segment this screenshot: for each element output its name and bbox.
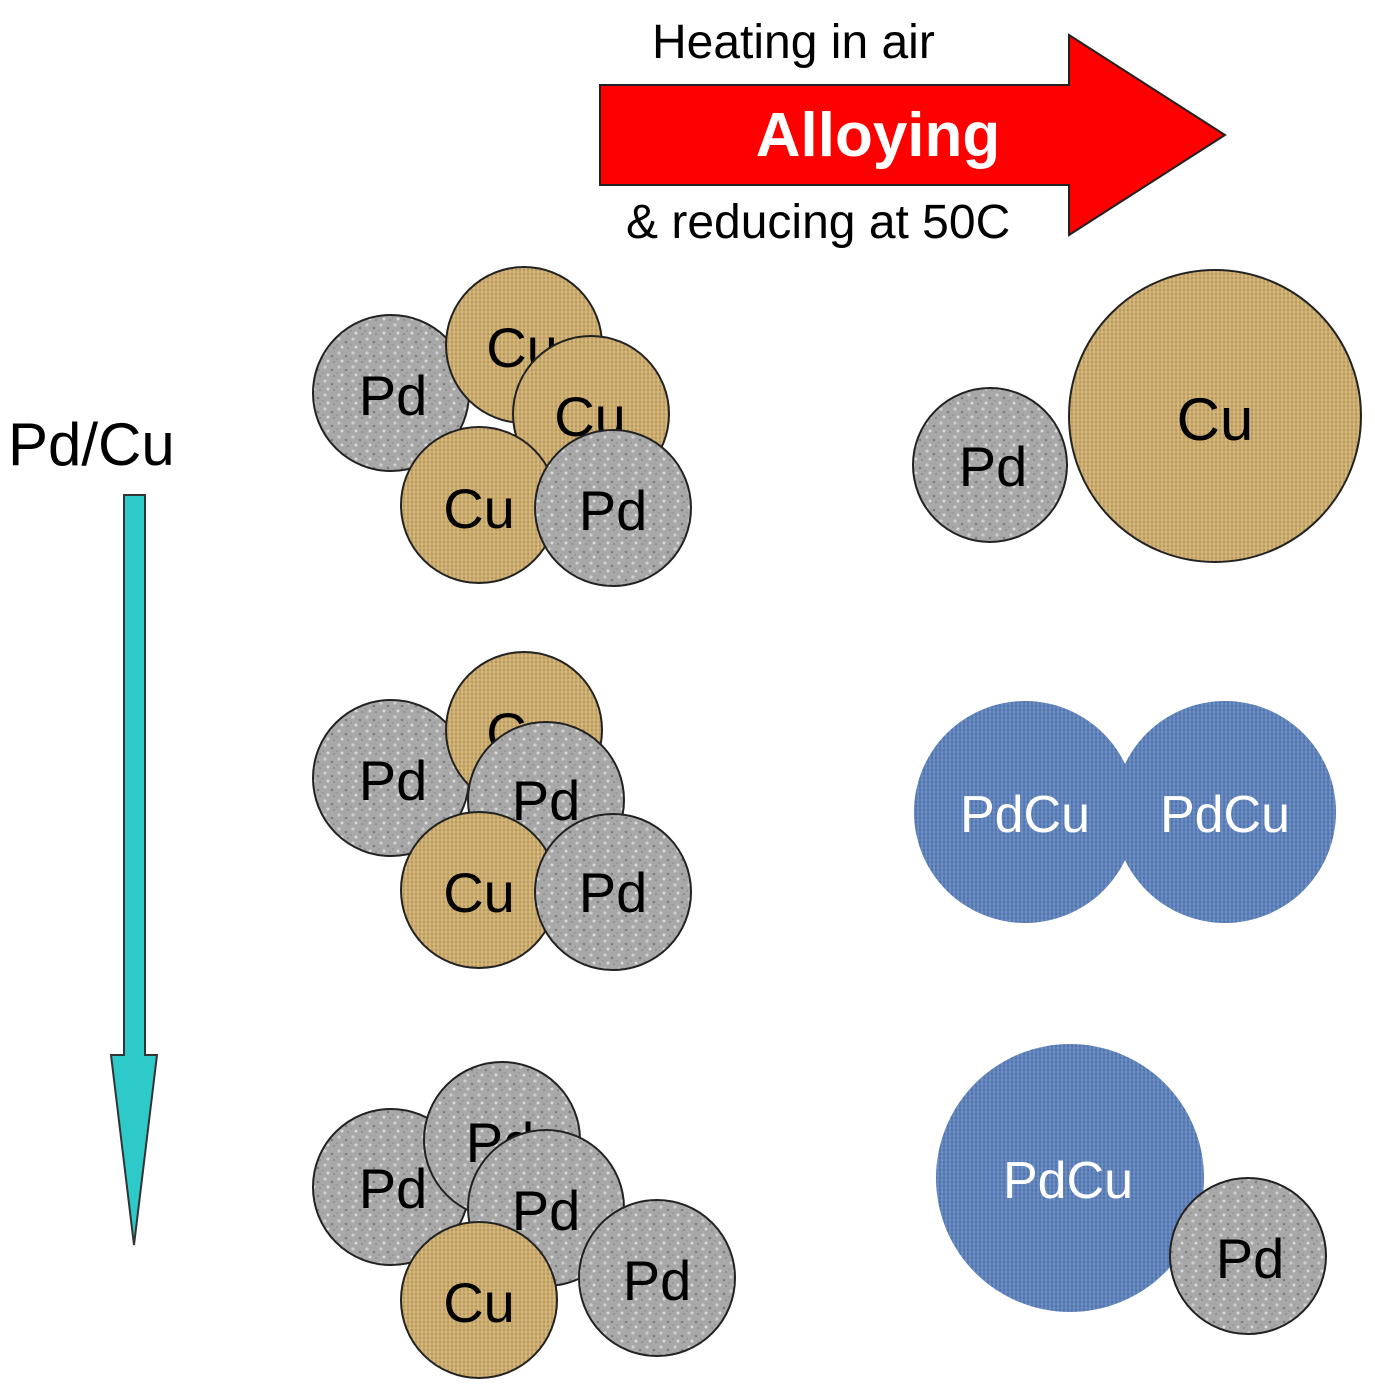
svg-text:Pd: Pd: [359, 1157, 428, 1220]
svg-text:Cu: Cu: [443, 1271, 515, 1334]
svg-text:PdCu: PdCu: [1003, 1152, 1133, 1210]
pd-particle: Pd: [912, 387, 1068, 543]
ratio-axis-arrow: [109, 494, 159, 1246]
pd-particle: Pd: [578, 1199, 736, 1357]
pdcu-particle: PdCu: [1114, 701, 1336, 923]
svg-text:Pd: Pd: [359, 749, 428, 812]
row-1-before-cluster: Pd Cu Cu Cu Pd: [312, 266, 692, 587]
svg-text:PdCu: PdCu: [960, 786, 1090, 844]
svg-text:Pd: Pd: [579, 479, 648, 542]
cu-particle: Cu: [400, 426, 558, 584]
ratio-axis: Pd/Cu: [8, 411, 175, 1246]
svg-text:Pd: Pd: [959, 435, 1028, 498]
process-top-label: Heating in air: [652, 16, 935, 69]
pd-particle: Pd: [312, 699, 470, 857]
pdcu-particle: PdCu: [936, 1044, 1204, 1312]
svg-text:Cu: Cu: [443, 477, 515, 540]
row-2-after-cluster: PdCu PdCu: [914, 701, 1336, 923]
cu-particle: Cu: [1068, 269, 1362, 563]
svg-text:Pd: Pd: [1216, 1227, 1285, 1290]
ratio-axis-label: Pd/Cu: [8, 411, 175, 478]
process-arrow-shape: [599, 33, 1227, 237]
process-arrow: Heating in air Alloying & reducing at 50…: [599, 16, 1227, 249]
pd-particle: Pd: [1169, 1177, 1327, 1335]
svg-text:Cu: Cu: [443, 861, 515, 924]
svg-text:PdCu: PdCu: [1160, 786, 1290, 844]
cu-particle: Cu: [400, 1221, 558, 1379]
process-main-label: Alloying: [756, 101, 1001, 170]
svg-text:Pd: Pd: [623, 1249, 692, 1312]
cu-particle: Cu: [400, 811, 558, 969]
pd-particle: Pd: [312, 314, 470, 472]
pdcu-particle: PdCu: [914, 701, 1136, 923]
svg-text:Pd: Pd: [512, 769, 581, 832]
row-3-after-cluster: PdCu Pd: [936, 1044, 1327, 1335]
svg-text:Pd: Pd: [579, 861, 648, 924]
row-3-before-cluster: Pd Pd Pd Cu Pd: [312, 1061, 736, 1379]
svg-text:Cu: Cu: [1177, 386, 1254, 453]
process-bottom-label: & reducing at 50C: [626, 196, 1010, 249]
row-1-after-cluster: Pd Cu: [912, 269, 1362, 563]
row-2-before-cluster: Pd Cu Pd Cu Pd: [312, 651, 692, 971]
pd-particle: Pd: [534, 813, 692, 971]
pd-particle: Pd: [534, 429, 692, 587]
svg-text:Pd: Pd: [359, 364, 428, 427]
svg-text:Pd: Pd: [512, 1179, 581, 1242]
